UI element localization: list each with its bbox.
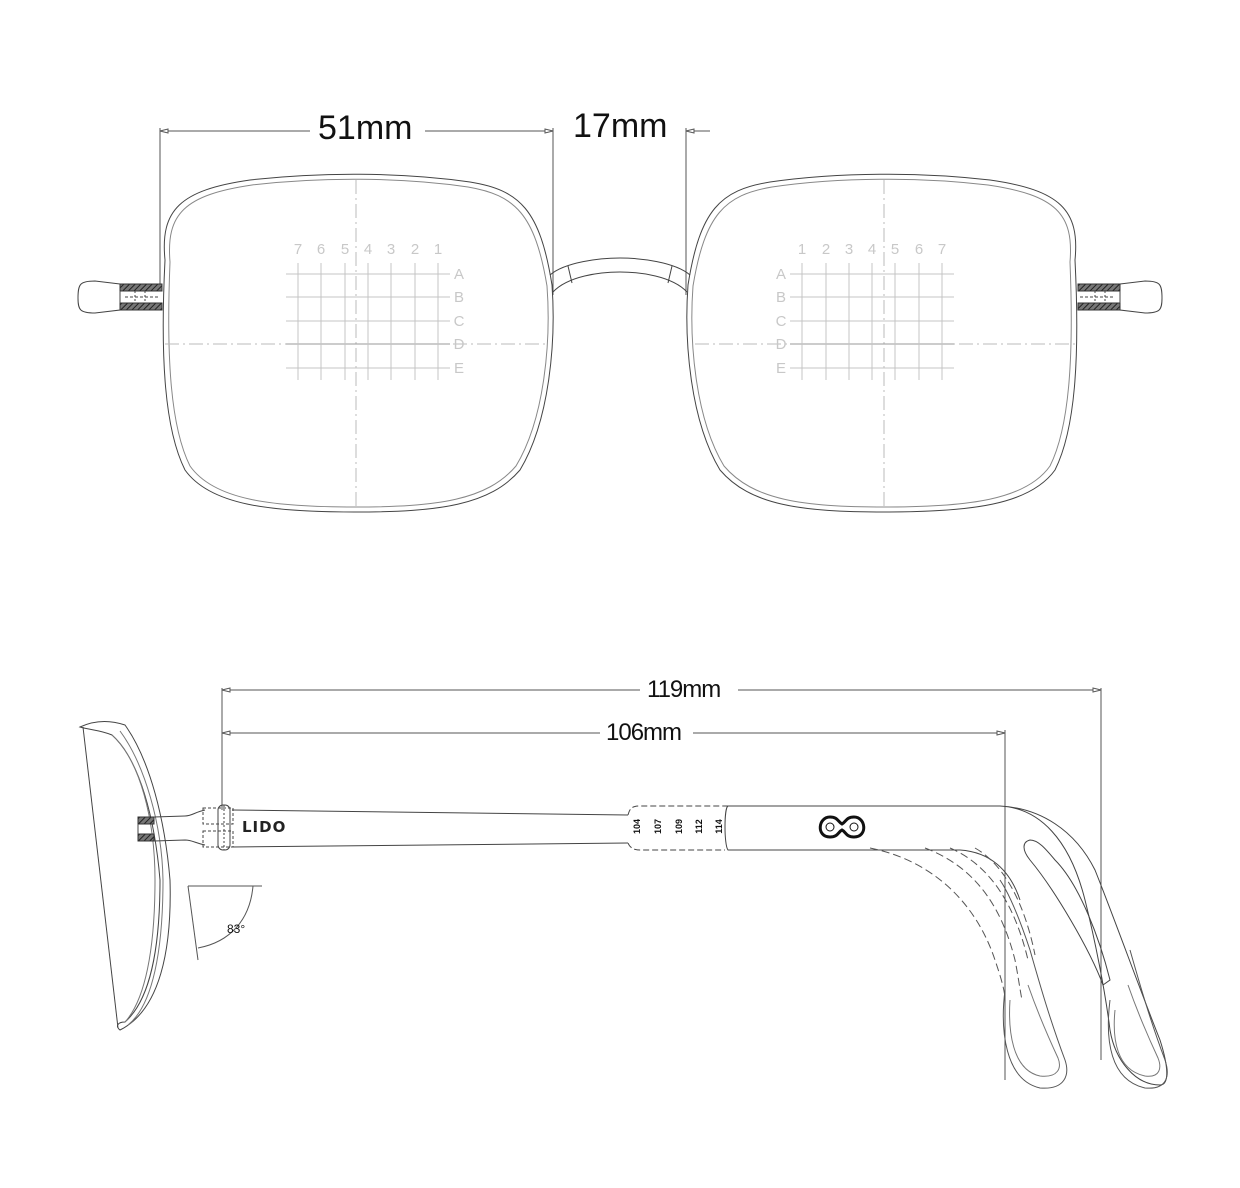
lens-width-dimension — [159, 128, 554, 295]
temple-length-to-bend-label: 106mm — [606, 719, 682, 746]
grid-row-label: A — [775, 266, 786, 283]
grid-row-label: C — [453, 313, 465, 330]
temple-total-length-dimension — [221, 687, 1102, 1060]
ear-hook-alt-lengths — [869, 847, 1036, 1001]
size-mark: 114 — [713, 819, 724, 834]
grid-column-label: 1 — [797, 241, 807, 258]
pantoscopic-angle-label: 83° — [227, 922, 246, 936]
left-end-piece — [77, 280, 163, 314]
grid-column-label: 7 — [937, 241, 947, 258]
side-hinge — [137, 804, 234, 851]
grid-row-label: B — [453, 289, 464, 306]
front-view — [77, 128, 1163, 513]
grid-row-label: B — [775, 289, 786, 306]
ear-tips — [999, 879, 1168, 1089]
bridge-width-dimension — [685, 128, 710, 295]
bridge-width-label: 17mm — [573, 107, 668, 145]
side-view — [78, 687, 1168, 1089]
grid-row-label: A — [453, 266, 464, 283]
double-ring-logo-icon — [818, 815, 866, 839]
grid-column-label: 6 — [316, 241, 326, 258]
grid-column-label: 1 — [433, 241, 443, 258]
grid-column-label: 2 — [410, 241, 420, 258]
right-lens-rim — [686, 173, 1078, 513]
size-mark: 109 — [674, 818, 685, 835]
angle-indicator — [187, 885, 262, 961]
grid-column-label: 6 — [914, 241, 924, 258]
total-temple-length-label: 119mm — [647, 676, 721, 703]
size-mark: 107 — [653, 818, 664, 835]
grid-column-label: 4 — [867, 241, 877, 258]
grid-column-label: 2 — [821, 241, 831, 258]
grid-row-label: E — [775, 360, 786, 377]
size-mark: 112 — [693, 819, 704, 834]
right-end-piece — [1077, 280, 1163, 314]
right-lens-grid — [790, 263, 954, 380]
grid-row-label: E — [453, 360, 464, 377]
lens-width-label: 51mm — [318, 109, 413, 147]
brand-mark: LIDO — [242, 818, 287, 836]
grid-row-label: D — [775, 336, 787, 353]
grid-column-label: 5 — [340, 241, 350, 258]
size-mark: 104 — [632, 818, 643, 835]
grid-column-label: 4 — [363, 241, 373, 258]
temple-arm — [231, 805, 1168, 1086]
lens-center-lines — [165, 180, 1075, 510]
bridge — [549, 257, 691, 293]
grid-row-label: C — [775, 313, 787, 330]
grid-row-label: D — [453, 336, 465, 353]
front-profile — [78, 721, 171, 1031]
grid-column-label: 3 — [386, 241, 396, 258]
grid-column-label: 5 — [890, 241, 900, 258]
left-lens-grid — [286, 263, 450, 380]
temple-length-to-bend-dimension — [221, 730, 1006, 1080]
grid-column-label: 7 — [293, 241, 303, 258]
grid-column-label: 3 — [844, 241, 854, 258]
left-lens-rim — [162, 173, 554, 513]
